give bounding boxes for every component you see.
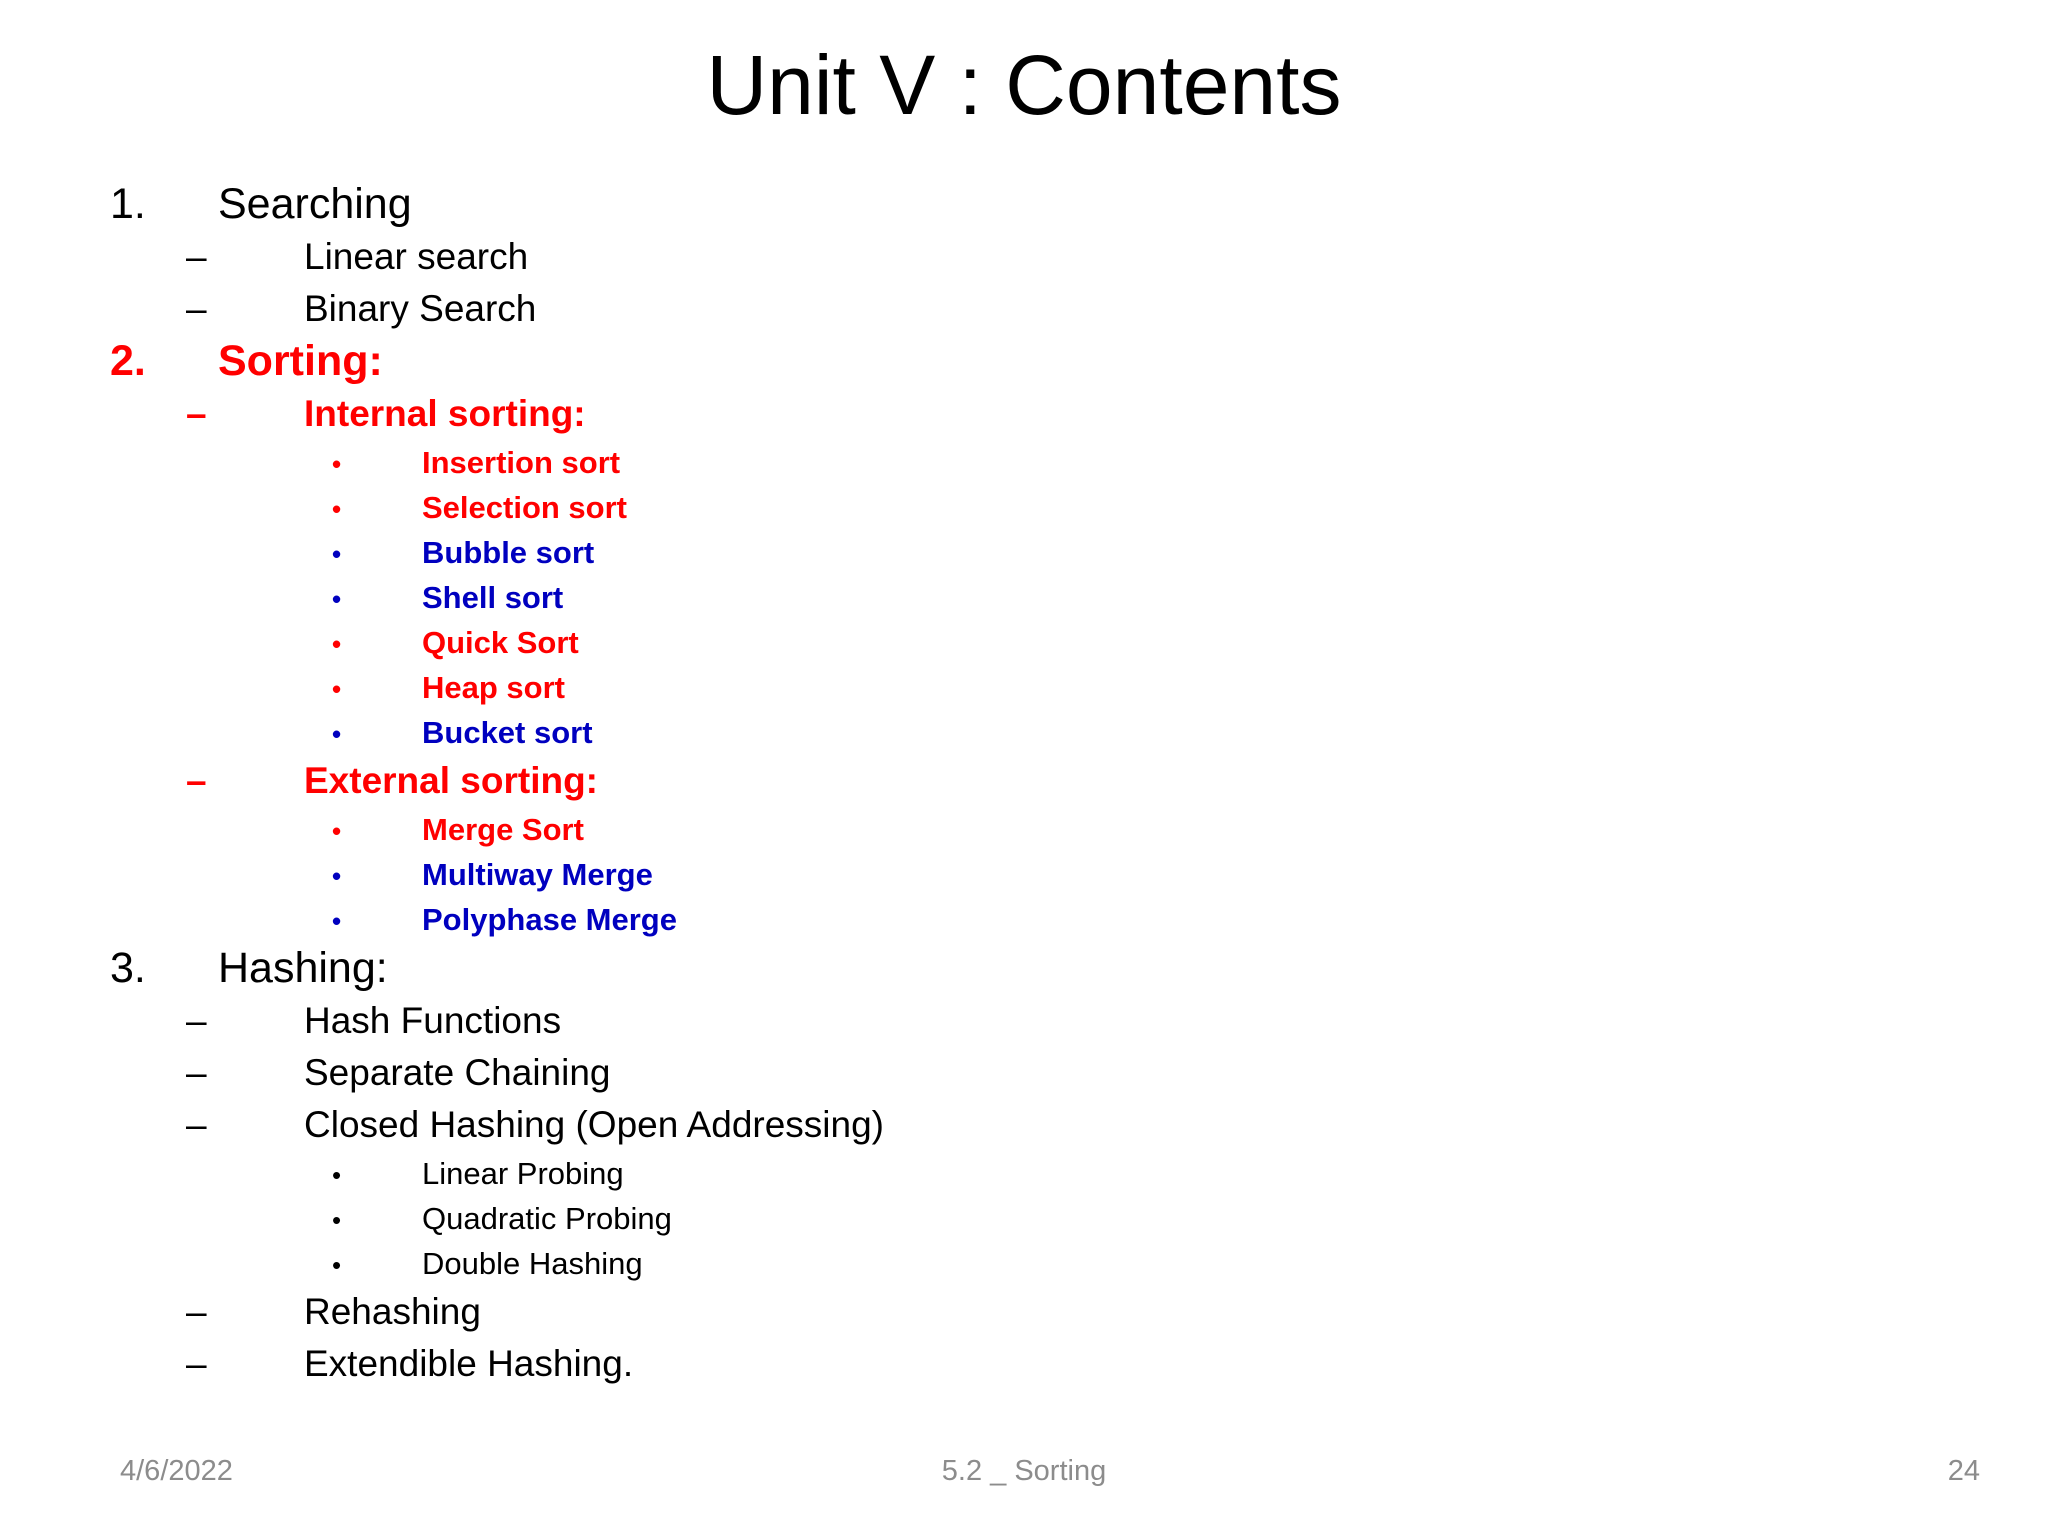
dash-bullet-icon: –	[186, 288, 207, 329]
dot-bullet-icon: •	[332, 861, 342, 891]
dot-bullet-icon: •	[332, 584, 342, 614]
dot-bullet-icon: •	[332, 1250, 342, 1280]
outline-item: • Double Hashing	[110, 1241, 1940, 1286]
dot-bullet-icon: •	[332, 449, 342, 479]
outline-item-label: Internal sorting:	[304, 393, 586, 434]
outline-item-label: Quadratic Probing	[422, 1201, 672, 1236]
outline-item-label: Linear Probing	[422, 1156, 624, 1191]
outline-item: • Shell sort	[110, 575, 1940, 620]
outline-item: • Multiway Merge	[110, 852, 1940, 897]
dash-bullet-icon: –	[186, 1052, 207, 1093]
dash-bullet-icon: –	[186, 1000, 207, 1041]
outline-item: • Bubble sort	[110, 530, 1940, 575]
outline-item-label: Hash Functions	[304, 1000, 562, 1041]
outline-item-label: Hashing:	[218, 944, 388, 992]
list-number-marker: 1.	[110, 180, 146, 228]
outline-item: • Insertion sort	[110, 440, 1940, 485]
outline-item-label: Quick Sort	[422, 625, 579, 660]
outline-item-label: Insertion sort	[422, 445, 621, 480]
outline-item: • Bucket sort	[110, 710, 1940, 755]
outline-item: 2. Sorting:	[110, 335, 1940, 388]
outline-item: – Rehashing	[110, 1286, 1940, 1338]
outline-item-label: Bucket sort	[422, 715, 593, 750]
outline-item: 3. Hashing:	[110, 942, 1940, 995]
dot-bullet-icon: •	[332, 539, 342, 569]
outline-item: • Heap sort	[110, 665, 1940, 710]
dash-bullet-icon: –	[186, 1291, 207, 1332]
outline-item-label: Bubble sort	[422, 535, 595, 570]
dot-bullet-icon: •	[332, 494, 342, 524]
outline-item: • Selection sort	[110, 485, 1940, 530]
dot-bullet-icon: •	[332, 719, 342, 749]
outline-item-label: Extendible Hashing.	[304, 1343, 634, 1384]
outline-item-label: External sorting:	[304, 760, 598, 801]
outline-item-label: Linear search	[304, 236, 529, 277]
outline-item: • Quick Sort	[110, 620, 1940, 665]
outline-item-label: Closed Hashing (Open Addressing)	[304, 1104, 884, 1145]
list-number-marker: 2.	[110, 337, 146, 385]
dot-bullet-icon: •	[332, 629, 342, 659]
footer-page-number: 24	[1947, 1455, 1980, 1487]
dash-bullet-icon: –	[186, 393, 207, 434]
outline-item: – Closed Hashing (Open Addressing)	[110, 1099, 1940, 1151]
dash-bullet-icon: –	[186, 1343, 207, 1384]
outline-item-label: Shell sort	[422, 580, 564, 615]
page-title: Unit V : Contents	[706, 38, 1342, 132]
list-number-marker: 3.	[110, 944, 146, 992]
outline-item: – Hash Functions	[110, 995, 1940, 1047]
outline-item-label: Sorting:	[218, 337, 383, 385]
slide-footer: 4/6/2022 5.2 _ Sorting 24	[0, 1455, 2048, 1515]
outline-item-label: Binary Search	[304, 288, 537, 329]
dot-bullet-icon: •	[332, 1160, 342, 1190]
dot-bullet-icon: •	[332, 674, 342, 704]
outline-item-label: Merge Sort	[422, 812, 584, 847]
outline-item: 1. Searching	[110, 178, 1940, 231]
outline-item-label: Polyphase Merge	[422, 902, 677, 937]
outline-item: • Quadratic Probing	[110, 1196, 1940, 1241]
outline-item-label: Rehashing	[304, 1291, 481, 1332]
dash-bullet-icon: –	[186, 1104, 207, 1145]
dash-bullet-icon: –	[186, 236, 207, 277]
outline-item: • Polyphase Merge	[110, 897, 1940, 942]
footer-date: 4/6/2022	[120, 1455, 233, 1487]
outline-item-label: Heap sort	[422, 670, 565, 705]
outline-item: • Linear Probing	[110, 1151, 1940, 1196]
outline-item: – External sorting:	[110, 755, 1940, 807]
dot-bullet-icon: •	[332, 1205, 342, 1235]
outline-item: – Extendible Hashing.	[110, 1338, 1940, 1390]
outline-item-label: Searching	[218, 180, 412, 228]
outline-item: – Internal sorting:	[110, 388, 1940, 440]
outline-item-label: Multiway Merge	[422, 857, 653, 892]
outline-item: – Separate Chaining	[110, 1047, 1940, 1099]
outline-item: – Binary Search	[110, 283, 1940, 335]
outline-item-label: Selection sort	[422, 490, 627, 525]
dot-bullet-icon: •	[332, 906, 342, 936]
outline-item: • Merge Sort	[110, 807, 1940, 852]
dash-bullet-icon: –	[186, 760, 207, 801]
outline-item: – Linear search	[110, 231, 1940, 283]
dot-bullet-icon: •	[332, 816, 342, 846]
outline-item-label: Separate Chaining	[304, 1052, 611, 1093]
outline-item-label: Double Hashing	[422, 1246, 643, 1281]
footer-section-label: 5.2 _ Sorting	[941, 1455, 1107, 1487]
